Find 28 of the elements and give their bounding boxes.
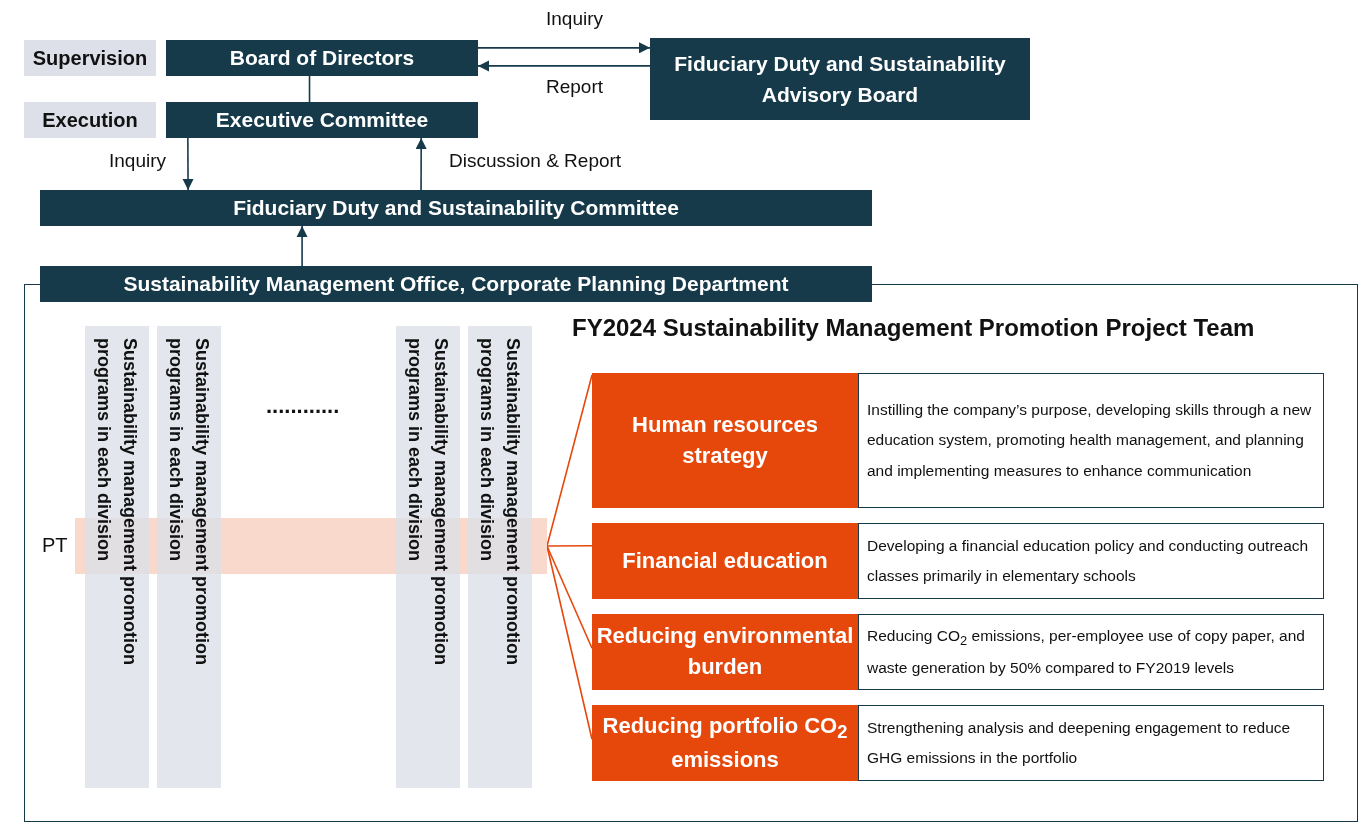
- org-box: Executive Committee: [166, 102, 478, 138]
- ellipsis-text: ............: [266, 393, 340, 419]
- team-title: FY2024 Sustainability Management Promotion Project Team: [572, 314, 1255, 342]
- role-tab: Execution: [24, 102, 156, 138]
- connector-line: [546, 545, 593, 547]
- description-box: Developing a financial education policy and conducting outreach classes primarily in elementary schools: [858, 523, 1324, 599]
- description-box: Reducing CO$_{2}$ emissions, per-employee use of copy paper, and waste generation by 50% compared to FY2019 levels: [858, 614, 1324, 690]
- division-column: Sustainability management promotion programs in each division: [85, 326, 149, 788]
- org-box: Board of Directors: [166, 40, 478, 76]
- theme-box: Financial education: [592, 523, 858, 599]
- office-box: Sustainability Management Office, Corporate Planning Department: [40, 266, 872, 302]
- connector-line: [546, 545, 593, 649]
- org-box: Fiduciary Duty and Sustainability Committee: [40, 190, 872, 226]
- connector-line: [308, 75, 311, 103]
- band-label: PT: [42, 534, 68, 557]
- org-box: Fiduciary Duty and Sustainability Advisory Board: [650, 38, 1030, 120]
- division-column: Sustainability management promotion programs in each division: [396, 326, 460, 788]
- description-box: Instilling the company’s purpose, developing skills through a new education system, promoting health management, and planning and implementing measures to enhance communication: [858, 373, 1324, 508]
- theme-box: Human resources strategy: [592, 373, 858, 508]
- theme-box: Reducing portfolio CO$_{2}$ emissions: [592, 705, 858, 781]
- arrow: [415, 137, 427, 191]
- arrow: [477, 42, 651, 54]
- arrow: [296, 225, 308, 267]
- theme-box: Reducing environmental burden: [592, 614, 858, 690]
- arrow: [477, 60, 651, 72]
- role-tab: Supervision: [24, 40, 156, 76]
- arrow: [182, 137, 194, 191]
- description-box: Strengthening analysis and deepening engagement to reduce GHG emissions in the portfolio: [858, 705, 1324, 781]
